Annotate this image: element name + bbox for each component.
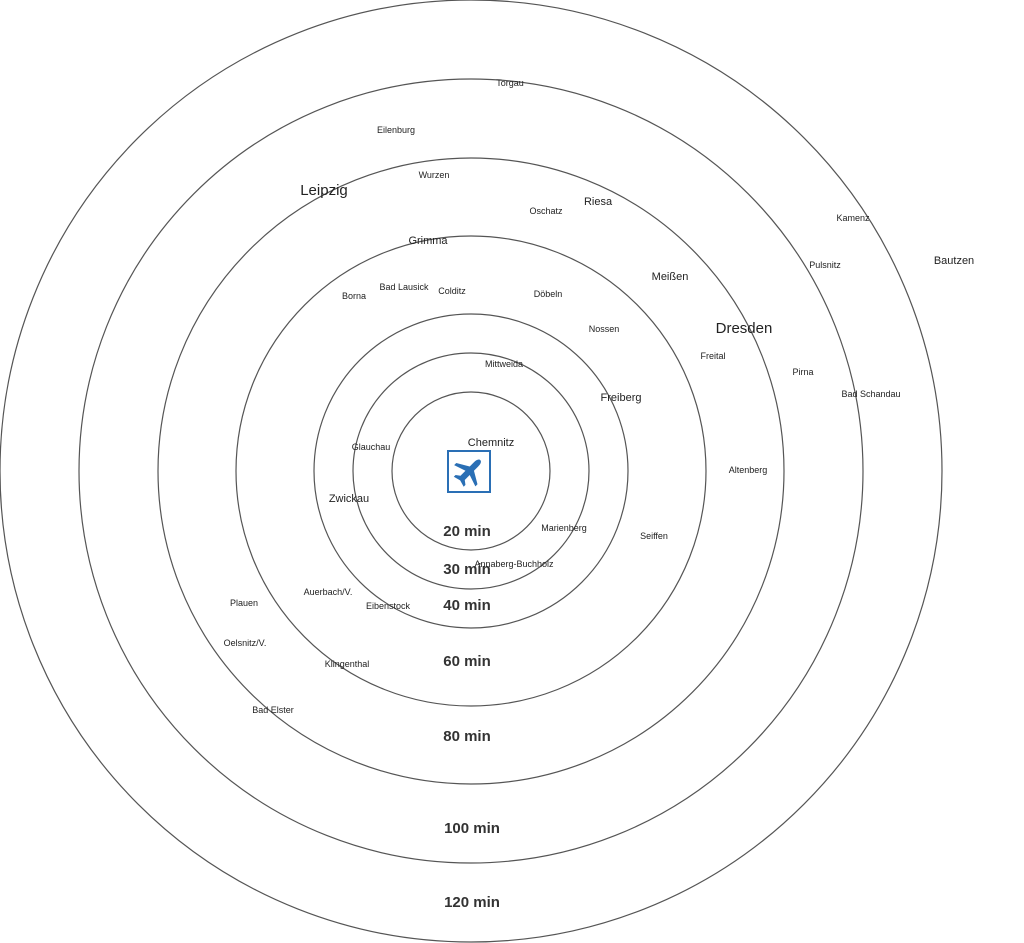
- airplane-icon: [453, 459, 481, 487]
- city-label-torgau: Torgau: [496, 78, 524, 88]
- city-label-nossen: Nossen: [589, 324, 620, 334]
- city-label-eibenstock: Eibenstock: [366, 601, 411, 611]
- city-label-bad-lausick: Bad Lausick: [379, 282, 429, 292]
- ring-label-80: 80 min: [443, 728, 491, 745]
- city-labels: Chemnitz Torgau Eilenburg Leipzig Wurzen…: [224, 78, 975, 715]
- city-label-chemnitz: Chemnitz: [468, 437, 514, 449]
- city-label-pirna: Pirna: [792, 367, 813, 377]
- ring-20: [391, 391, 551, 551]
- city-label-meissen: Meißen: [652, 271, 689, 283]
- ring-30: [352, 352, 590, 590]
- ring-label-20: 20 min: [443, 523, 491, 540]
- city-label-klingenthal: Klingenthal: [325, 659, 370, 669]
- ring-labels: 20 min 30 min 40 min 60 min 80 min 100 m…: [443, 523, 500, 911]
- city-label-grimma: Grimma: [408, 235, 448, 247]
- city-label-altenberg: Altenberg: [729, 465, 768, 475]
- ring-80: [157, 157, 785, 785]
- ring-100: [78, 78, 864, 864]
- city-label-zwickau: Zwickau: [329, 493, 369, 505]
- city-label-freiberg: Freiberg: [601, 392, 642, 404]
- city-label-annaberg-buchholz: Annaberg-Buchholz: [474, 559, 554, 569]
- city-label-bautzen: Bautzen: [934, 255, 974, 267]
- ring-40: [313, 313, 629, 629]
- city-label-borna: Borna: [342, 291, 366, 301]
- airport-marker: [447, 450, 491, 493]
- city-label-colditz: Colditz: [438, 286, 466, 296]
- city-label-doebeln: Döbeln: [534, 289, 563, 299]
- city-label-glauchau: Glauchau: [352, 442, 391, 452]
- ring-60: [235, 235, 707, 707]
- city-label-eilenburg: Eilenburg: [377, 125, 415, 135]
- city-label-bad-schandau: Bad Schandau: [841, 389, 900, 399]
- city-label-riesa: Riesa: [584, 196, 613, 208]
- city-label-kamenz: Kamenz: [836, 213, 870, 223]
- ring-label-100: 100 min: [444, 820, 500, 837]
- city-label-dresden: Dresden: [716, 320, 773, 337]
- city-label-marienberg: Marienberg: [541, 523, 587, 533]
- ring-label-30: 30 min: [443, 561, 491, 578]
- city-label-wurzen: Wurzen: [419, 170, 450, 180]
- ring-label-60: 60 min: [443, 653, 491, 670]
- ring-label-40: 40 min: [443, 597, 491, 614]
- city-label-leipzig: Leipzig: [300, 182, 348, 199]
- ring-label-120: 120 min: [444, 894, 500, 911]
- city-label-auerbach: Auerbach/V.: [304, 587, 353, 597]
- ring-120: [0, 0, 943, 943]
- city-label-oschatz: Oschatz: [529, 206, 563, 216]
- rings-group: [0, 0, 943, 943]
- city-label-mittweida: Mittweida: [485, 359, 523, 369]
- city-label-bad-elster: Bad Elster: [252, 705, 294, 715]
- city-label-oelsnitz: Oelsnitz/V.: [224, 638, 267, 648]
- city-label-plauen: Plauen: [230, 598, 258, 608]
- city-label-seiffen: Seiffen: [640, 531, 668, 541]
- city-label-freital: Freital: [700, 351, 725, 361]
- city-label-pulsnitz: Pulsnitz: [809, 260, 841, 270]
